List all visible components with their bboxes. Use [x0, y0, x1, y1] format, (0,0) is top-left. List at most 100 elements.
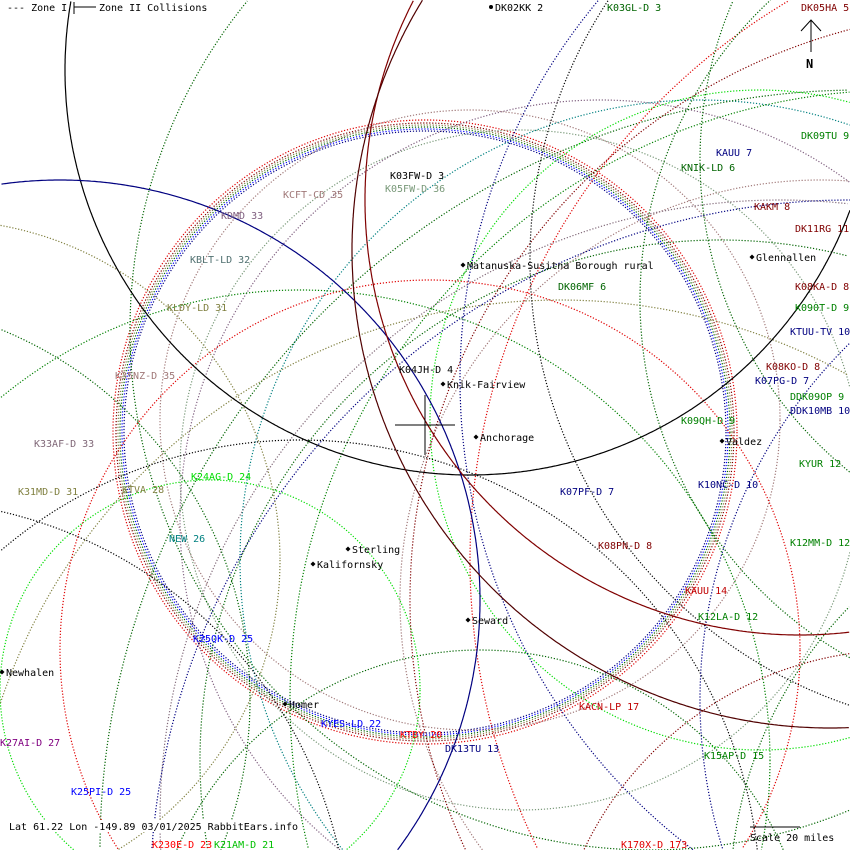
- station-label[interactable]: KNIK-LD 6: [681, 163, 735, 174]
- collision-circle: [64, 1, 850, 476]
- place-label[interactable]: Newhalen: [6, 668, 54, 679]
- station-label[interactable]: K15AP-D 15: [704, 751, 764, 762]
- coverage-circle: [129, 0, 850, 850]
- place-label[interactable]: Knik-Fairview: [447, 380, 526, 391]
- station-label[interactable]: KAKM 8: [754, 202, 790, 213]
- footer-coords: Lat 61.22 Lon -149.89 03/01/2025 RabbitE…: [9, 822, 298, 833]
- station-label[interactable]: K27AI-D 27: [0, 738, 60, 749]
- station-label[interactable]: K24AG-D 24: [191, 472, 251, 483]
- place-label[interactable]: Homer: [289, 700, 319, 711]
- station-label[interactable]: KYES-LD 22: [321, 719, 381, 730]
- station-label[interactable]: K03FW-D 3: [390, 171, 444, 182]
- station-label[interactable]: K03GL-D 3: [607, 3, 661, 14]
- station-label[interactable]: K090T-D 9: [795, 303, 849, 314]
- station-label[interactable]: K25QK-D 25: [193, 634, 253, 645]
- station-label[interactable]: K31MD-D 31: [18, 487, 78, 498]
- place-label[interactable]: Anchorage: [480, 433, 534, 444]
- coverage-circle: [0, 289, 771, 850]
- footer: Lat 61.22 Lon -149.89 03/01/2025 RabbitE…: [6, 820, 834, 844]
- coverage-circle: [289, 91, 850, 848]
- station-label[interactable]: DK05HA 5: [801, 3, 849, 14]
- station-label[interactable]: K08KO-D 8: [766, 362, 820, 373]
- north-label: N: [806, 57, 813, 71]
- coverage-circle: [0, 439, 758, 850]
- station-label[interactable]: K09QH-D 9: [681, 416, 735, 427]
- station-label[interactable]: K05FW-D 36: [385, 184, 445, 195]
- station-label[interactable]: K04JH-D 4: [399, 365, 453, 376]
- station-label[interactable]: K07PG-D 7: [755, 376, 809, 387]
- coverage-circle: [529, 0, 850, 706]
- place-labels: Matanuska-Susitna Borough rural Glennalle…: [0, 253, 816, 711]
- station-label[interactable]: KLDY-LD 31: [167, 303, 227, 314]
- legend-zone2: Zone II Collisions: [99, 3, 207, 14]
- station-label[interactable]: DK02KK 2: [495, 3, 543, 14]
- coverage-circle: [179, 129, 850, 811]
- collision-circle: [351, 0, 849, 729]
- place-label[interactable]: Seward: [472, 616, 508, 627]
- station-label[interactable]: KTVA 28: [122, 485, 164, 496]
- coverage-circle: [99, 89, 847, 847]
- station-label[interactable]: K08PN-D 8: [598, 541, 652, 552]
- place-marker-icon: [473, 434, 479, 440]
- coverage-circle: [0, 479, 421, 850]
- coverage-circle: [121, 128, 729, 736]
- station-label[interactable]: K12LA-D 12: [698, 612, 758, 623]
- place-marker-icon: [719, 438, 725, 444]
- coverage-circle: [409, 28, 850, 850]
- station-label[interactable]: NEW 26: [169, 534, 205, 545]
- coverage-circle: [583, 653, 850, 850]
- station-label[interactable]: DK13TU 13: [445, 744, 499, 755]
- station-label[interactable]: K33AF-D 33: [34, 439, 94, 450]
- place-marker-icon: [310, 561, 316, 567]
- legend-zone1: --- Zone I: [7, 3, 67, 14]
- coverage-circle: [732, 606, 850, 849]
- station-label[interactable]: DDK09OP 9: [790, 392, 844, 403]
- station-label[interactable]: K21AM-D 21: [214, 840, 274, 850]
- station-label[interactable]: K12MM-D 12: [790, 538, 850, 549]
- station-label[interactable]: DK06MF 6: [558, 282, 606, 293]
- station-label[interactable]: K230E-D 23: [152, 840, 212, 850]
- station-label[interactable]: K08KA-D 8: [795, 282, 849, 293]
- place-label[interactable]: Valdez: [726, 437, 762, 448]
- place-marker-icon: [345, 546, 351, 552]
- station-label[interactable]: K170X-D 173: [621, 840, 687, 850]
- place-marker-icon: [0, 669, 5, 675]
- station-label[interactable]: KYUR 12: [799, 459, 841, 470]
- coverage-circle: [176, 649, 784, 850]
- legend: --- Zone I Zone II Collisions: [7, 2, 207, 14]
- station-label[interactable]: KAUU 14: [685, 586, 727, 597]
- place-marker-icon: [460, 262, 466, 268]
- coverage-circle: [151, 199, 850, 849]
- station-label[interactable]: KTBY 20: [400, 730, 442, 741]
- station-label[interactable]: DDK10MB 10: [790, 406, 850, 417]
- coverage-circle: [0, 224, 281, 850]
- station-label[interactable]: KDMD 33: [221, 211, 263, 222]
- coverage-circle: [699, 0, 850, 473]
- station-label[interactable]: KTUU-TV 10: [790, 327, 850, 338]
- station-marker-icon: [489, 5, 493, 9]
- place-label[interactable]: Matanuska-Susitna Borough rural: [467, 261, 654, 272]
- station-label[interactable]: K07PF-D 7: [560, 487, 614, 498]
- north-arrow-icon: N: [800, 19, 822, 71]
- coverage-circle: [1, 510, 340, 849]
- station-label[interactable]: KBLT-LD 32: [190, 255, 250, 266]
- station-label[interactable]: KAUU 7: [716, 148, 752, 159]
- station-label[interactable]: KCFT-CD 35: [283, 190, 343, 201]
- place-marker-icon: [465, 617, 471, 623]
- station-label[interactable]: K10NC-D 10: [698, 480, 758, 491]
- station-label[interactable]: KACN-LP 17: [579, 702, 639, 713]
- coverage-circle: [123, 130, 727, 734]
- station-label[interactable]: K35NZ-D 35: [115, 371, 175, 382]
- coverage-circle: [0, 299, 849, 703]
- place-label[interactable]: Kalifornsky: [317, 560, 383, 571]
- coverage-circle: [239, 99, 850, 850]
- coverage-circle: [429, 89, 850, 751]
- station-label[interactable]: DK11RG 11: [795, 224, 849, 235]
- station-label[interactable]: K25PI-D 25: [71, 787, 131, 798]
- station-label[interactable]: DK09TU 9: [801, 131, 849, 142]
- place-label[interactable]: Sterling: [352, 545, 400, 556]
- place-label[interactable]: Glennallen: [756, 253, 816, 264]
